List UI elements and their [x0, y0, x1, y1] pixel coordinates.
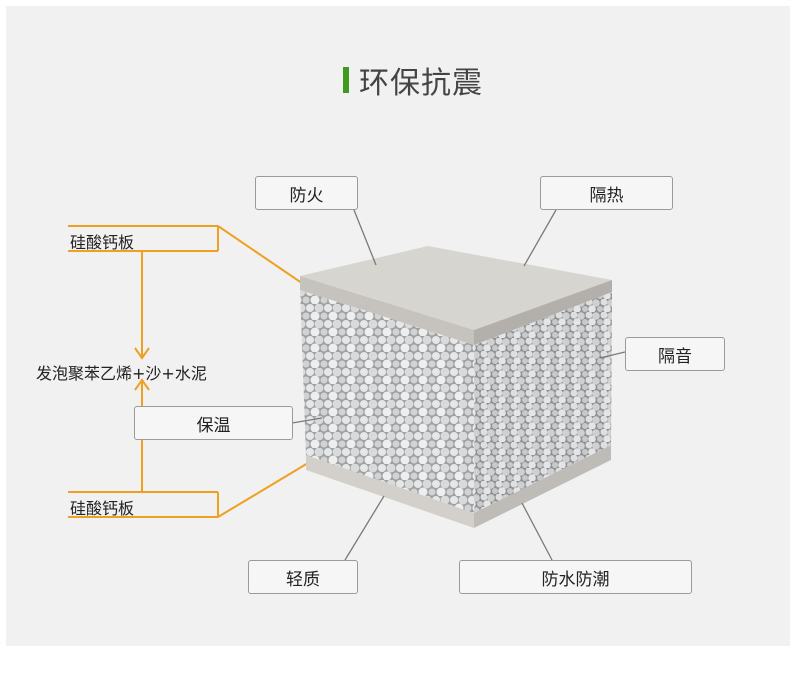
callout-lightweight: 轻质 [248, 560, 358, 594]
layer-brackets [68, 225, 319, 518]
title-accent-bar [343, 67, 349, 93]
callout-heat-insulation: 隔热 [540, 176, 673, 210]
top-board-right-face [474, 280, 612, 345]
callout-waterproof-label: 防水防潮 [541, 569, 610, 590]
callout-sound-insulation: 隔音 [625, 337, 725, 371]
callout-waterproof: 防水防潮 [459, 560, 692, 594]
callout-lightweight-label: 轻质 [286, 569, 320, 590]
callout-heat-insulation-label: 隔热 [589, 185, 624, 206]
callout-pointers [291, 209, 626, 561]
callout-fireproof: 防火 [255, 176, 358, 210]
layer-label-core: 发泡聚苯乙烯+沙+水泥 [36, 364, 207, 383]
section-heading: 环保抗震 [343, 62, 483, 101]
top-board-left-face [300, 276, 474, 345]
bottom-board-left-face [306, 455, 474, 528]
callout-fireproof-label: 防火 [289, 185, 324, 206]
top-board-top-face [300, 246, 612, 330]
layer-label-top-board: 硅酸钙板 [70, 233, 135, 252]
foam-core-right-face [474, 292, 612, 513]
callout-thermal-insulation-label: 保温 [196, 415, 231, 436]
callout-thermal-insulation: 保温 [134, 406, 293, 440]
layer-label-bottom-board: 硅酸钙板 [70, 499, 135, 518]
bottom-board-right-face [474, 445, 611, 528]
callout-sound-insulation-label: 隔音 [658, 346, 692, 367]
foam-core-left-face [300, 290, 474, 513]
page-title: 环保抗震 [359, 66, 483, 101]
